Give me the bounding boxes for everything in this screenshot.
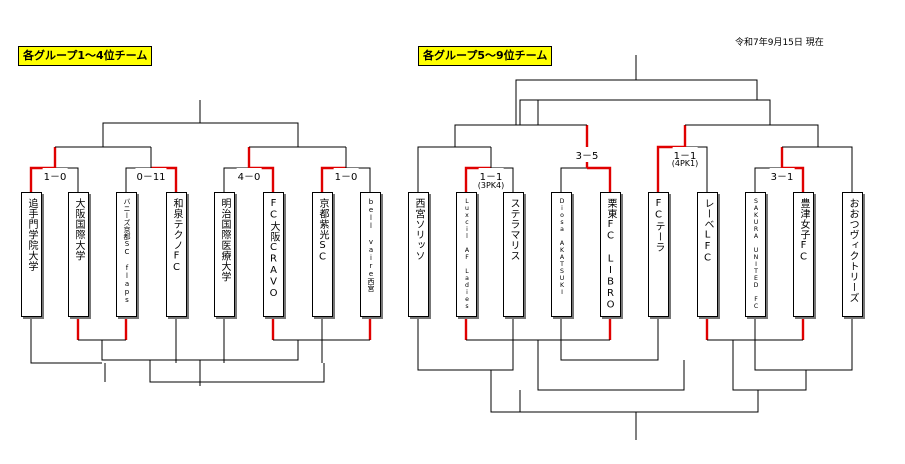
bracket-line (537, 340, 685, 391)
bracket-line (30, 340, 102, 364)
team-name: Luxcil AF Ladies (463, 198, 471, 310)
team-box: 明治国際医療大学 (214, 192, 235, 317)
match-score: 4－0 (236, 168, 262, 183)
team-name: 大阪国際大学 (73, 198, 84, 261)
team-name: SAKURA UNITED FC (752, 198, 760, 310)
match-score: 1－0 (42, 168, 68, 183)
bracket-line (519, 99, 771, 125)
bracket-line (149, 360, 325, 383)
team-name: バニーズ京都SC flaps (123, 198, 131, 304)
team-box: bell vaire西宮 (360, 192, 381, 317)
bracket-line (782, 146, 853, 192)
team-box: レーベLFC (697, 192, 718, 317)
team-name: Diosa AKATSUKI (558, 198, 566, 296)
team-name: 追手門学院大学 (26, 198, 37, 272)
team-name: 西宮ソリッソ (413, 198, 424, 261)
team-box: おおつヴィクトリーズ (842, 192, 863, 317)
team-box: 栗東FC LIBRO (600, 192, 621, 317)
bracket-line (754, 345, 853, 371)
match-score: 3－1 (769, 168, 795, 183)
team-name: FC大阪CRAVO (268, 198, 279, 300)
bracket-line (200, 122, 299, 147)
bracket-line (490, 370, 759, 413)
bracket-line (454, 124, 587, 147)
bracket-line (560, 167, 587, 192)
team-box: バニーズ京都SC flaps (116, 192, 137, 317)
team-box: FC大阪CRAVO (263, 192, 284, 317)
match-score: 1－0 (333, 168, 359, 183)
team-box: 大阪国際大学 (68, 192, 89, 317)
match-score: 1－1 (672, 147, 698, 162)
bracket-line (685, 124, 819, 147)
team-name: ステラマリス (508, 198, 519, 261)
match-score: 1－1 (478, 168, 504, 183)
date-label: 令和7年9月15日 現在 (735, 38, 824, 48)
bracket-line (417, 345, 514, 371)
team-box: 和泉テクノFC (166, 192, 187, 317)
bracket-line (515, 79, 758, 125)
group-label-right: 各グループ5～9位チーム (418, 46, 553, 66)
team-box: 豊津女子FC (793, 192, 814, 317)
team-name: レーベLFC (702, 198, 713, 264)
team-name: 和泉テクノFC (171, 198, 182, 274)
team-box: Luxcil AF Ladies (456, 192, 477, 317)
team-box: FCテーラ (648, 192, 669, 317)
team-name: 栗東FC LIBRO (605, 198, 616, 311)
team-name: おおつヴィクトリーズ (847, 198, 858, 303)
team-box: SAKURA UNITED FC (745, 192, 766, 317)
pk-note: (4PK1) (671, 159, 699, 168)
team-box: 西宮ソリッソ (408, 192, 429, 317)
match-score: 3－5 (574, 147, 600, 162)
bracket-line (417, 146, 491, 192)
pk-note: (3PK4) (477, 181, 505, 190)
team-box: 京都紫光SC (312, 192, 333, 317)
bracket-line (102, 100, 201, 147)
team-name: 明治国際医療大学 (219, 198, 230, 282)
winner-line (587, 166, 612, 192)
group-label-left: 各グループ1～4位チーム (18, 46, 153, 66)
team-box: 追手門学院大学 (21, 192, 42, 317)
bracket-line (101, 340, 299, 361)
team-box: Diosa AKATSUKI (551, 192, 572, 317)
team-box: ステラマリス (503, 192, 524, 317)
match-score: 0－11 (135, 168, 167, 183)
bracket-line (732, 340, 807, 391)
bracket-line (560, 345, 659, 361)
team-name: bell vaire西宮 (367, 198, 375, 292)
team-name: 豊津女子FC (798, 198, 809, 263)
team-name: 京都紫光SC (317, 198, 328, 263)
team-name: FCテーラ (653, 198, 664, 253)
